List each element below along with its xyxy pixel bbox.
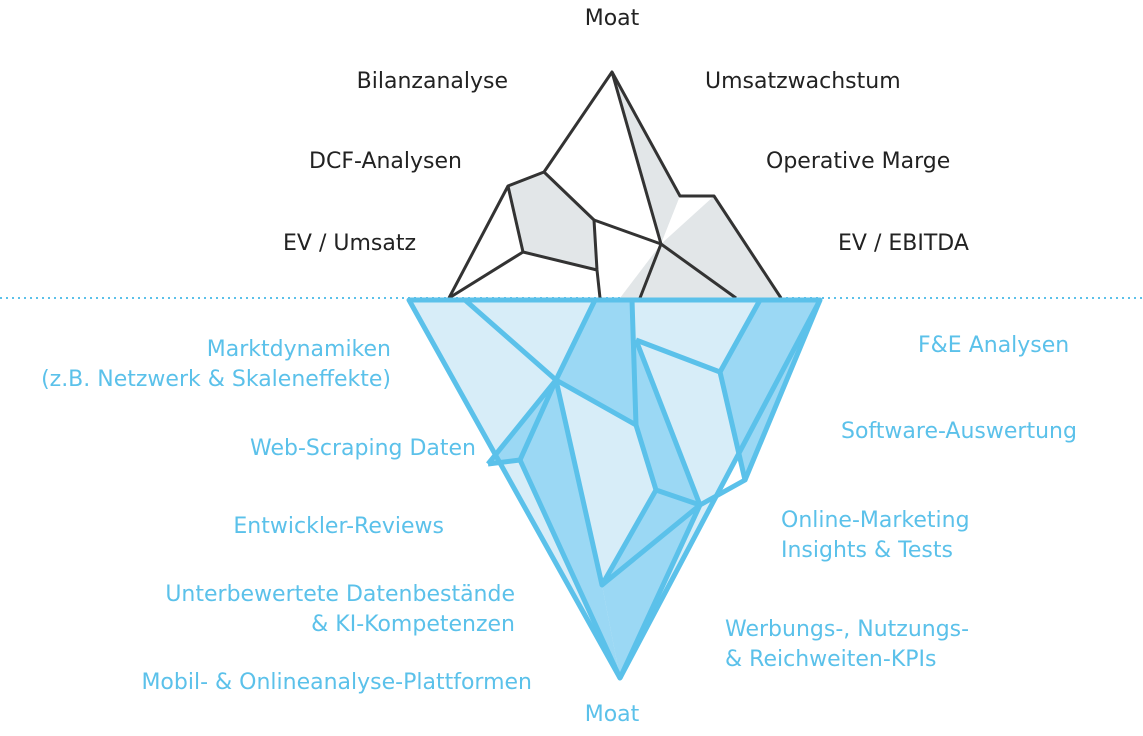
iceberg-tip xyxy=(447,70,783,300)
label-bilanzanalyse: Bilanzanalyse xyxy=(356,69,508,94)
bottom-moat-title: Moat xyxy=(584,702,640,727)
label-werbungs-kpis-line2: & Reichweiten-KPIs xyxy=(725,647,937,672)
label-werbungs-kpis: Werbungs-, Nutzungs- & Reichweiten-KPIs xyxy=(725,615,969,675)
label-marktdynamiken-line1: Marktdynamiken xyxy=(206,337,391,362)
label-unterbewertete-datenbestaende: Unterbewertete Datenbestände & KI-Kompet… xyxy=(165,580,515,640)
label-online-marketing: Online-Marketing Insights & Tests xyxy=(781,506,970,566)
label-entwickler-reviews: Entwickler-Reviews xyxy=(233,514,444,539)
label-ev-umsatz: EV / Umsatz xyxy=(283,231,416,256)
label-online-marketing-line2: Insights & Tests xyxy=(781,538,953,563)
label-dcf-analysen: DCF-Analysen xyxy=(309,149,462,174)
iceberg-underwater xyxy=(406,297,823,681)
label-datenbestaende-line1: Unterbewertete Datenbestände xyxy=(165,582,515,607)
label-datenbestaende-line2: & KI-Kompetenzen xyxy=(311,612,515,637)
label-umsatzwachstum: Umsatzwachstum xyxy=(705,69,901,94)
label-software-auswertung: Software-Auswertung xyxy=(841,419,1077,444)
label-ev-ebitda: EV / EBITDA xyxy=(838,231,969,256)
label-werbungs-kpis-line1: Werbungs-, Nutzungs- xyxy=(725,617,970,642)
label-online-marketing-line1: Online-Marketing xyxy=(781,508,970,533)
label-fe-analysen: F&E Analysen xyxy=(918,333,1070,358)
label-operative-marge: Operative Marge xyxy=(766,149,951,174)
top-moat-title: Moat xyxy=(584,6,640,31)
label-web-scraping: Web-Scraping Daten xyxy=(250,436,476,461)
label-marktdynamiken-line2: (z.B. Netzwerk & Skaleneffekte) xyxy=(41,367,391,392)
label-mobil-online-plattformen: Mobil- & Onlineanalyse-Plattformen xyxy=(141,670,532,695)
label-marktdynamiken: Marktdynamiken (z.B. Netzwerk & Skalenef… xyxy=(41,335,391,395)
